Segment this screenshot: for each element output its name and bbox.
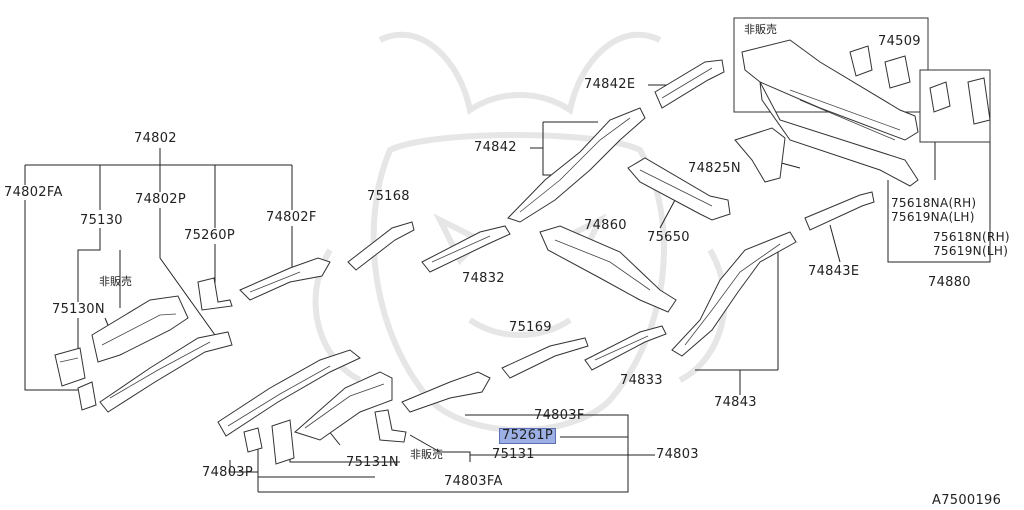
part-74803P-rail xyxy=(217,349,361,437)
part-74803-panel xyxy=(294,371,393,441)
label-74842E: 74842E xyxy=(584,77,636,92)
part-74802FA-clip xyxy=(77,381,97,411)
part-75169-channel xyxy=(501,337,589,379)
label-74825N: 74825N xyxy=(688,161,741,176)
part-74832-member xyxy=(421,225,511,273)
part-74860-member xyxy=(539,225,677,313)
label-74833: 74833 xyxy=(620,373,663,388)
part-74842-member xyxy=(507,107,646,223)
label-74803P: 74803P xyxy=(202,465,253,480)
part-74880-rear-panel xyxy=(733,17,929,187)
part-75131N-bracket xyxy=(243,419,295,465)
part-74803F-rail xyxy=(401,371,491,413)
label-74843E: 74843E xyxy=(808,264,860,279)
label-75619NA: 75619NA(LH) xyxy=(891,210,975,224)
label-75169: 75169 xyxy=(509,320,552,335)
part-74843E-extension xyxy=(804,191,875,231)
label-74509: 74509 xyxy=(878,34,921,49)
label-not-for-sale-3: 非販売 xyxy=(410,448,443,461)
part-74802F-rail xyxy=(239,257,331,301)
part-75130-panel xyxy=(91,295,189,363)
part-74842E-extension xyxy=(654,59,725,109)
part-75260P-bracket xyxy=(197,277,233,311)
label-75261P-highlighted[interactable]: 75261P xyxy=(499,428,556,444)
label-74802: 74802 xyxy=(134,131,177,146)
part-74509-bracket xyxy=(849,45,911,89)
label-75131: 75131 xyxy=(492,447,535,462)
label-74843: 74843 xyxy=(714,395,757,410)
label-75619N: 75619N(LH) xyxy=(933,244,1009,258)
part-74843-member xyxy=(671,231,797,357)
label-75650: 75650 xyxy=(647,230,690,245)
part-74802P-rail xyxy=(99,331,233,413)
label-75618NA: 75618NA(RH) xyxy=(891,196,977,210)
part-75168-channel xyxy=(347,221,415,271)
part-75130N-bracket xyxy=(54,347,86,387)
part-74825N-bracket xyxy=(734,127,786,183)
label-74832: 74832 xyxy=(462,271,505,286)
label-75618N: 75618N(RH) xyxy=(933,230,1010,244)
label-75131N: 75131N xyxy=(346,455,399,470)
diagram-id: A7500196 xyxy=(932,493,1002,508)
label-74803F: 74803F xyxy=(534,408,585,423)
part-75650-crossmember xyxy=(627,157,731,221)
label-74802P: 74802P xyxy=(135,192,186,207)
label-74803FA: 74803FA xyxy=(444,474,503,489)
part-74833-member xyxy=(584,325,667,371)
label-74803: 74803 xyxy=(656,447,699,462)
label-74860: 74860 xyxy=(584,218,627,233)
label-74880: 74880 xyxy=(928,275,971,290)
label-not-for-sale-2: 非販売 xyxy=(744,23,777,36)
label-74802FA: 74802FA xyxy=(4,185,63,200)
part-75618-side-brackets xyxy=(919,69,991,143)
label-74842: 74842 xyxy=(474,140,517,155)
label-75130N: 75130N xyxy=(52,302,105,317)
label-not-for-sale-1: 非販売 xyxy=(99,275,132,288)
label-75130: 75130 xyxy=(80,213,123,228)
label-75260P: 75260P xyxy=(184,228,235,243)
label-74802F: 74802F xyxy=(266,210,317,225)
part-75261P-bracket xyxy=(374,409,407,443)
label-75168: 75168 xyxy=(367,189,410,204)
